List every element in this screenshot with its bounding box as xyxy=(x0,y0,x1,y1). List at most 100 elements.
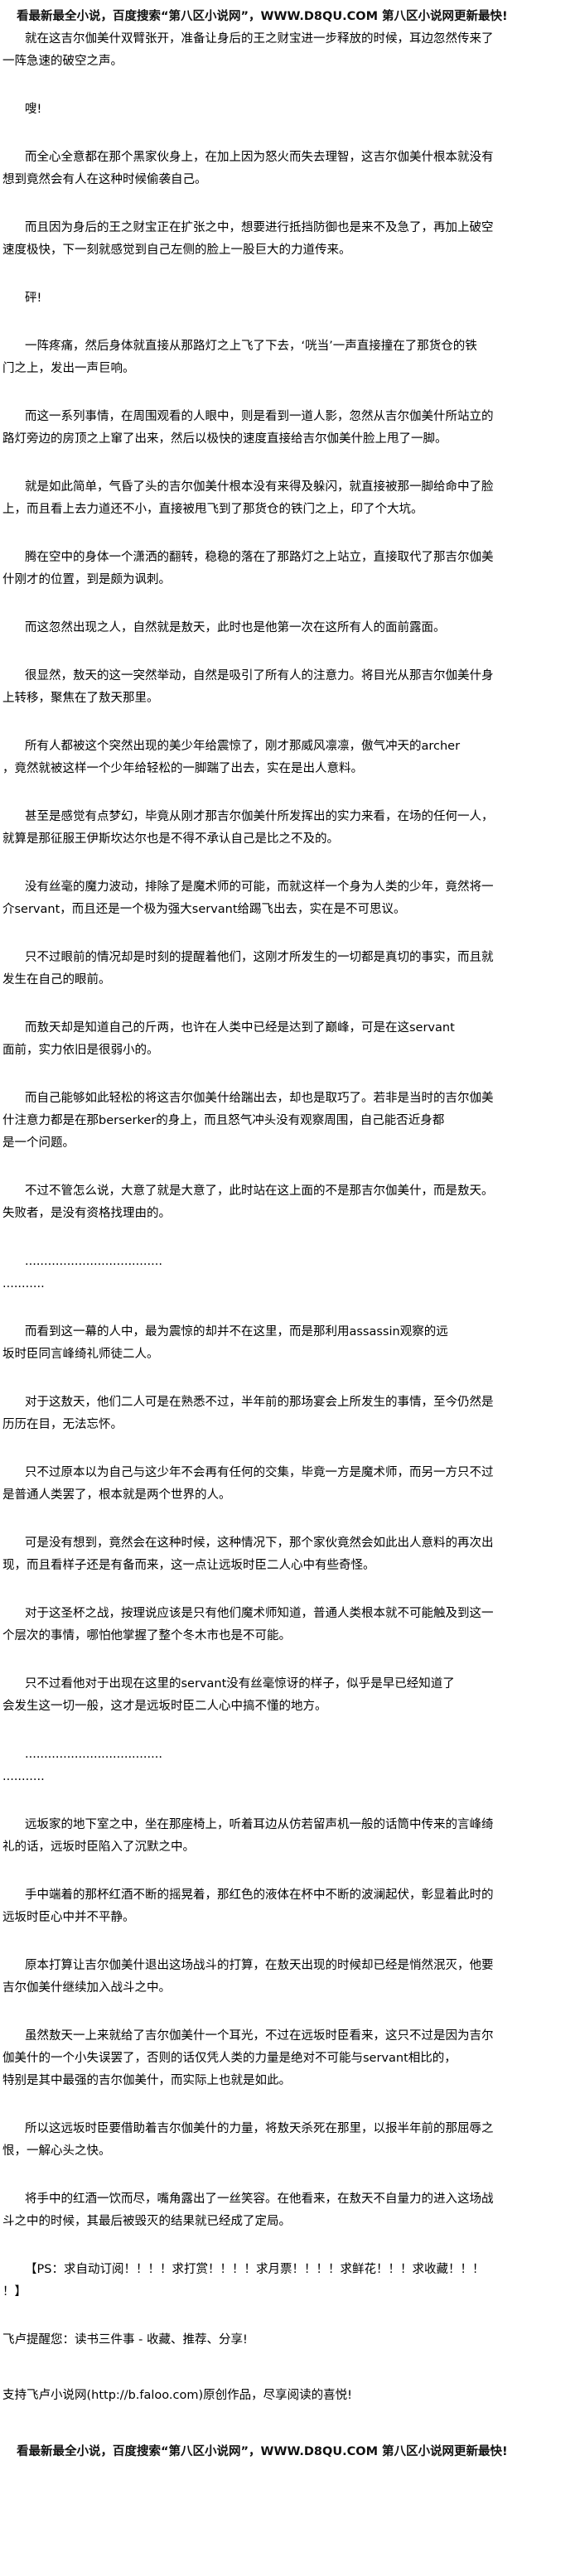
paragraph: 甚至是感觉有点梦幻，毕竟从刚才那吉尔伽美什所发挥出的实力来看，在场的任何一人， 就… xyxy=(2,806,577,851)
paragraph-line: 斗之中的时候，其最后被毁灭的结果就已经成了定局。 xyxy=(2,2215,291,2228)
paragraph-line: 个层次的事情，哪怕他掌握了整个冬木市也是不可能。 xyxy=(2,1629,291,1643)
paragraph: 而且因为身后的王之财宝正在扩张之中，想要进行抵挡防御也是来不及急了，再加上破空速… xyxy=(2,217,577,262)
paragraph-line: 是普通人类罢了，根本就是两个世界的人。 xyxy=(2,1488,231,1502)
paragraph: ........................................… xyxy=(2,1744,577,1788)
paragraph-line: 而且因为身后的王之财宝正在扩张之中，想要进行抵挡防御也是来不及急了，再加上破空 xyxy=(25,221,494,234)
paragraph-line: 什刚才的位置，到是颇为讽刺。 xyxy=(2,573,171,586)
paragraph: 只不过原本以为自己与这少年不会再有任何的交集，毕竟一方是魔术师，而另一方只不过是… xyxy=(2,1462,577,1507)
paragraph-line: ，竟然就被这样一个少年给轻松的一脚踹了出去，实在是出人意料。 xyxy=(2,762,363,775)
paragraph-line: 就在这吉尔伽美什双臂张开，准备让身后的王之财宝进一步释放的时候，耳边忽然传来了 xyxy=(25,32,494,46)
paragraph-line: 吉尔伽美什继续加入战斗之中。 xyxy=(2,1981,171,1995)
paragraph: 一阵疼痛，然后身体就直接从那路灯之上飞了下去，‘咣当’一声直接撞在了那货仓的铁门… xyxy=(2,335,577,380)
paragraph-line: 什注意力都是在那berserker的身上，而且怒气冲头没有观察周围，自己能否近身… xyxy=(2,1114,445,1127)
paragraph: 对于这敖天，他们二人可是在熟悉不过，半年前的那场宴会上所发生的事情，至今仍然是历… xyxy=(2,1392,577,1436)
paragraph-line: 上转移，聚焦在了敖天那里。 xyxy=(2,692,159,705)
paragraph-line: 而这忽然出现之人，自然就是敖天，此时也是他第一次在这所有人的面前露面。 xyxy=(25,621,446,634)
paragraph: 嗖! xyxy=(2,99,577,121)
support-note[interactable]: 支持飞卢小说网(http://b.faloo.com)原创作品，尽享阅读的喜悦! xyxy=(2,2389,352,2402)
paragraph-line: 现，而且看样子还是有备而来，这一点让远坂时臣二人心中有些奇怪。 xyxy=(2,1559,375,1572)
paragraph-line: 一阵急速的破空之声。 xyxy=(2,55,123,68)
paragraph-line: ........... xyxy=(2,1277,45,1290)
paragraph: 原本打算让吉尔伽美什退出这场战斗的打算，在敖天出现的时候却已经是悄然泯灭，他要吉… xyxy=(2,1955,577,2000)
paragraph: 砰! xyxy=(2,287,577,310)
paragraph-line: 【PS：求自动订阅！！！！求打赏！！！！求月票！！！！求鲜花！！！求收藏！！！ xyxy=(25,2263,485,2276)
paragraph-line: 很显然，敖天的这一突然举动，自然是吸引了所有人的注意力。将目光从那吉尔伽美什身 xyxy=(25,669,494,683)
paragraph: 虽然敖天一上来就给了吉尔伽美什一个耳光，不过在远坂时臣看来，这只不过是因为吉尔伽… xyxy=(2,2025,577,2092)
paragraph: 远坂家的地下室之中，坐在那座椅上，听着耳边从仿若留声机一般的话筒中传来的言峰绮礼… xyxy=(2,1814,577,1859)
paragraph: ........................................… xyxy=(2,1251,577,1295)
paragraph-line: 礼的话，远坂时臣陷入了沉默之中。 xyxy=(2,1840,195,1854)
paragraph-line: 就算是那征服王伊斯坎达尔也是不得不承认自己是比之不及的。 xyxy=(2,832,339,846)
paragraph-line: 虽然敖天一上来就给了吉尔伽美什一个耳光，不过在远坂时臣看来，这只不过是因为吉尔 xyxy=(25,2029,494,2043)
paragraph: 可是没有想到，竟然会在这种时候，这种情况下，那个家伙竟然会如此出人意料的再次出现… xyxy=(2,1532,577,1577)
paragraph: 而看到这一幕的人中，最为震惊的却并不在这里，而是那利用assassin观察的远坂… xyxy=(2,1321,577,1366)
paragraph: 而全心全意都在那个黑家伙身上，在加上因为怒火而失去理智，这吉尔伽美什根本就没有想… xyxy=(2,147,577,191)
paragraph: 不过不管怎么说，大意了就是大意了，此时站在这上面的不是那吉尔伽美什，而是敖天。失… xyxy=(2,1180,577,1225)
paragraph-line: 介servant，而且还是一个极为强大servant给踢飞出去，实在是不可思议。 xyxy=(2,903,406,916)
paragraph: 【PS：求自动订阅！！！！求打赏！！！！求月票！！！！求鲜花！！！求收藏！！！ ！… xyxy=(2,2259,577,2303)
paragraph-line: 失败者，是没有资格找理由的。 xyxy=(2,1207,171,1220)
paragraph-line: 发生在自己的眼前。 xyxy=(2,973,111,987)
paragraph-line: 嗖! xyxy=(25,103,42,116)
paragraph-line: 面前，实力依旧是很弱小的。 xyxy=(2,1044,159,1057)
paragraph-line: 原本打算让吉尔伽美什退出这场战斗的打算，在敖天出现的时候却已经是悄然泯灭，他要 xyxy=(25,1959,494,1972)
site-banner-bottom: 看最新最全小说，百度搜索“第八区小说网”，WWW.D8QU.COM 第八区小说网… xyxy=(17,2445,508,2458)
paragraph: 只不过看他对于出现在这里的servant没有丝毫惊讶的样子，似乎是早已经知道了会… xyxy=(2,1673,577,1718)
paragraph-line: 所有人都被这个突然出现的美少年给震惊了，刚才那威风凛凛，傲气冲天的archer xyxy=(25,740,461,753)
paragraph-line: 只不过眼前的情况却是时刻的提醒着他们，这刚才所发生的一切都是真切的事实，而且就 xyxy=(25,951,494,964)
paragraph-line: 而自己能够如此轻松的将这吉尔伽美什给踹出去，却也是取巧了。若非是当时的吉尔伽美 xyxy=(25,1092,494,1105)
paragraph-line: 想到竟然会有人在这种时候偷袭自己。 xyxy=(2,173,207,186)
paragraph: 而这忽然出现之人，自然就是敖天，此时也是他第一次在这所有人的面前露面。 xyxy=(2,617,577,639)
chapter-content: 就在这吉尔伽美什双臂张开，准备让身后的王之财宝进一步释放的时候，耳边忽然传来了一… xyxy=(0,28,580,2303)
paragraph-line: 没有丝毫的魔力波动，排除了是魔术师的可能，而就这样一个身为人类的少年，竟然将一 xyxy=(25,880,494,894)
paragraph-line: 不过不管怎么说，大意了就是大意了，此时站在这上面的不是那吉尔伽美什，而是敖天。 xyxy=(25,1184,494,1198)
paragraph-line: 对于这敖天，他们二人可是在熟悉不过，半年前的那场宴会上所发生的事情，至今仍然是 xyxy=(25,1396,494,1409)
paragraph-line: 恨，一解心头之快。 xyxy=(2,2144,111,2158)
paragraph-line: 而这一系列事情，在周围观看的人眼中，则是看到一道人影，忽然从吉尔伽美什所站立的 xyxy=(25,410,494,423)
paragraph-line: 而看到这一幕的人中，最为震惊的却并不在这里，而是那利用assassin观察的远 xyxy=(25,1325,448,1339)
paragraph: 没有丝毫的魔力波动，排除了是魔术师的可能，而就这样一个身为人类的少年，竟然将一介… xyxy=(2,876,577,921)
paragraph: 腾在空中的身体一个潇洒的翻转，稳稳的落在了那路灯之上站立，直接取代了那吉尔伽美什… xyxy=(2,547,577,591)
paragraph-line: 只不过看他对于出现在这里的servant没有丝毫惊讶的样子，似乎是早已经知道了 xyxy=(25,1677,455,1691)
paragraph-line: 上，而且看上去力道还不小，直接被甩飞到了那货仓的铁门之上，印了个大坑。 xyxy=(2,503,423,516)
paragraph-line: 远坂家的地下室之中，坐在那座椅上，听着耳边从仿若留声机一般的话筒中传来的言峰绮 xyxy=(25,1818,494,1831)
paragraph: 而敖天却是知道自己的斤两，也许在人类中已经是达到了巅峰，可是在这servant 面… xyxy=(2,1017,577,1062)
site-banner-top: 看最新最全小说，百度搜索“第八区小说网”，WWW.D8QU.COM 第八区小说网… xyxy=(17,10,508,23)
paragraph-line: 速度极快，下一刻就感觉到自己左侧的脸上一股巨大的力道传来。 xyxy=(2,244,351,257)
paragraph-line: 特别是其中最强的吉尔伽美什，而实际上也就是如此。 xyxy=(2,2074,291,2087)
paragraph: 手中端着的那杯红酒不断的摇晃着，那红色的液体在杯中不断的波澜起伏，彰显着此时的远… xyxy=(2,1884,577,1929)
paragraph: 将手中的红酒一饮而尽，嘴角露出了一丝笑容。在他看来，在敖天不自量力的进入这场战斗… xyxy=(2,2188,577,2233)
paragraph-line: 门之上，发出一声巨响。 xyxy=(2,362,135,375)
paragraph-line: 可是没有想到，竟然会在这种时候，这种情况下，那个家伙竟然会如此出人意料的再次出 xyxy=(25,1536,494,1550)
chapter-footer: 飞卢提醒您：读书三件事 - 收藏、推荐、分享! 支持飞卢小说网(http://b… xyxy=(0,2329,580,2407)
paragraph: 就是如此简单，气昏了头的吉尔伽美什根本没有来得及躲闪，就直接被那一脚给命中了脸上… xyxy=(2,476,577,521)
paragraph-line: 是一个问题。 xyxy=(2,1136,75,1150)
paragraph-line: 腾在空中的身体一个潇洒的翻转，稳稳的落在了那路灯之上站立，直接取代了那吉尔伽美 xyxy=(25,551,494,564)
paragraph: 所以这远坂时臣要借助着吉尔伽美什的力量，将敖天杀死在那里，以报半年前的那屈辱之恨… xyxy=(2,2118,577,2163)
paragraph: 而这一系列事情，在周围观看的人眼中，则是看到一道人影，忽然从吉尔伽美什所站立的路… xyxy=(2,406,577,451)
paragraph-line: 就是如此简单，气昏了头的吉尔伽美什根本没有来得及躲闪，就直接被那一脚给命中了脸 xyxy=(25,480,494,494)
paragraph: 对于这圣杯之战，按理说应该是只有他们魔术师知道，普通人类根本就不可能触及到这一个… xyxy=(2,1603,577,1647)
paragraph-line: 历历在目，无法忘怀。 xyxy=(2,1418,123,1431)
paragraph-line: 对于这圣杯之战，按理说应该是只有他们魔术师知道，普通人类根本就不可能触及到这一 xyxy=(25,1607,494,1620)
paragraph-line: 坂时臣同言峰绮礼师徒二人。 xyxy=(2,1348,159,1361)
paragraph-line: 而全心全意都在那个黑家伙身上，在加上因为怒火而失去理智，这吉尔伽美什根本就没有 xyxy=(25,151,494,164)
paragraph-line: .................................... xyxy=(25,1255,162,1268)
paragraph-line: ........... xyxy=(2,1770,45,1783)
paragraph-line: 会发生这一切一般，这才是远坂时臣二人心中搞不懂的地方。 xyxy=(2,1700,327,1713)
paragraph-line: 砰! xyxy=(25,292,42,305)
paragraph-line: 一阵疼痛，然后身体就直接从那路灯之上飞了下去，‘咣当’一声直接撞在了那货仓的铁 xyxy=(25,340,477,353)
paragraph-line: 路灯旁边的房顶之上窜了出来，然后以极快的速度直接给吉尔伽美什脸上甩了一脚。 xyxy=(2,432,447,446)
paragraph-line: ！】 xyxy=(2,2285,27,2299)
paragraph-line: 只不过原本以为自己与这少年不会再有任何的交集，毕竟一方是魔术师，而另一方只不过 xyxy=(25,1466,494,1479)
paragraph-line: 而敖天却是知道自己的斤两，也许在人类中已经是达到了巅峰，可是在这servant xyxy=(25,1021,455,1035)
paragraph: 只不过眼前的情况却是时刻的提醒着他们，这刚才所发生的一切都是真切的事实，而且就发… xyxy=(2,947,577,991)
paragraph: 就在这吉尔伽美什双臂张开，准备让身后的王之财宝进一步释放的时候，耳边忽然传来了一… xyxy=(2,28,577,73)
paragraph: 而自己能够如此轻松的将这吉尔伽美什给踹出去，却也是取巧了。若非是当时的吉尔伽美什… xyxy=(2,1088,577,1155)
paragraph-line: 手中端着的那杯红酒不断的摇晃着，那红色的液体在杯中不断的波澜起伏，彰显着此时的 xyxy=(25,1889,494,1902)
paragraph-line: 甚至是感觉有点梦幻，毕竟从刚才那吉尔伽美什所发挥出的实力来看，在场的任何一人， xyxy=(25,810,494,823)
paragraph-line: 伽美什的一个小失误罢了，否则的话仅凭人类的力量是绝对不可能与servant相比的… xyxy=(2,2052,457,2065)
paragraph: 所有人都被这个突然出现的美少年给震惊了，刚才那威风凛凛，傲气冲天的archer ，… xyxy=(2,736,577,780)
paragraph-line: 所以这远坂时臣要借助着吉尔伽美什的力量，将敖天杀死在那里，以报半年前的那屈辱之 xyxy=(25,2122,494,2135)
paragraph-line: .................................... xyxy=(25,1748,162,1761)
